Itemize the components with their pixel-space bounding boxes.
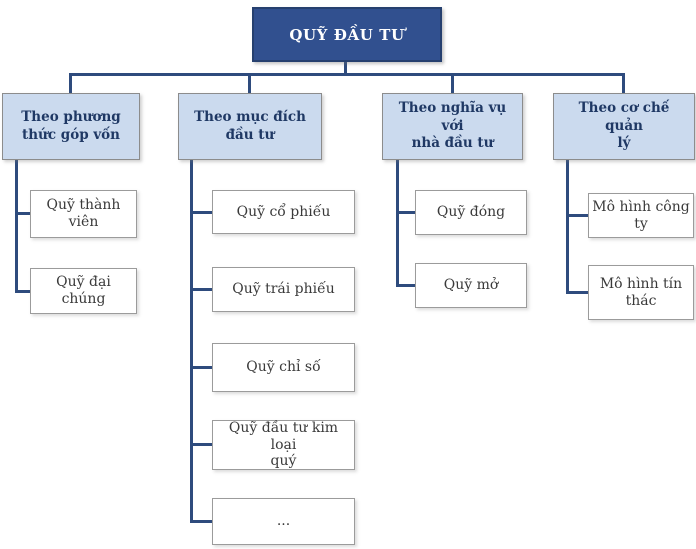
connector-stub: [15, 290, 30, 293]
connector-trunk: [344, 61, 347, 75]
leaf-quy-trai-phieu: Quỹ trái phiếu: [212, 267, 355, 312]
connector-stub: [190, 366, 212, 369]
leaf-quy-dong: Quỹ đóng: [415, 190, 527, 235]
connector-stub: [566, 291, 588, 294]
connector-rail: [69, 73, 625, 76]
branch-theo-nghia-vu-voi-nha-dau-tu: Theo nghĩa vụ với nhà đầu tư: [382, 93, 523, 160]
connector-spine-4: [566, 159, 569, 294]
connector-stub: [566, 214, 588, 217]
leaf-mo-hinh-tin-thac: Mô hình tín thác: [588, 265, 694, 320]
leaf-quy-mo: Quỹ mở: [415, 263, 527, 308]
connector-spine-1: [15, 159, 18, 293]
connector-drop-2: [248, 73, 251, 93]
connector-stub: [190, 288, 212, 291]
connector-drop-4: [622, 73, 625, 93]
connector-stub: [190, 211, 212, 214]
branch-theo-phuong-thuc-gop-von: Theo phương thức góp vốn: [2, 93, 140, 160]
connector-stub: [190, 443, 212, 446]
branch-theo-muc-dich-dau-tu: Theo mục đích đầu tư: [178, 93, 322, 160]
leaf-ellipsis: ...: [212, 498, 355, 545]
leaf-quy-chi-so: Quỹ chỉ số: [212, 343, 355, 392]
leaf-mo-hinh-cong-ty: Mô hình công ty: [588, 193, 694, 238]
connector-spine-2: [190, 159, 193, 523]
connector-stub: [396, 211, 415, 214]
leaf-quy-dai-chung: Quỹ đại chúng: [30, 268, 137, 314]
root-node: QUỸ ĐẦU TƯ: [252, 7, 442, 62]
branch-theo-co-che-quan-ly: Theo cơ chế quản lý: [553, 93, 695, 160]
leaf-quy-dau-tu-kim-loai-quy: Quỹ đầu tư kim loại quý: [212, 420, 355, 470]
leaf-quy-co-phieu: Quỹ cổ phiếu: [212, 190, 355, 234]
leaf-quy-thanh-vien: Quỹ thành viên: [30, 190, 137, 238]
connector-drop-1: [69, 73, 72, 93]
connector-spine-3: [396, 159, 399, 287]
connector-drop-3: [451, 73, 454, 93]
connector-stub: [396, 284, 415, 287]
connector-stub: [15, 212, 30, 215]
connector-stub: [190, 520, 212, 523]
